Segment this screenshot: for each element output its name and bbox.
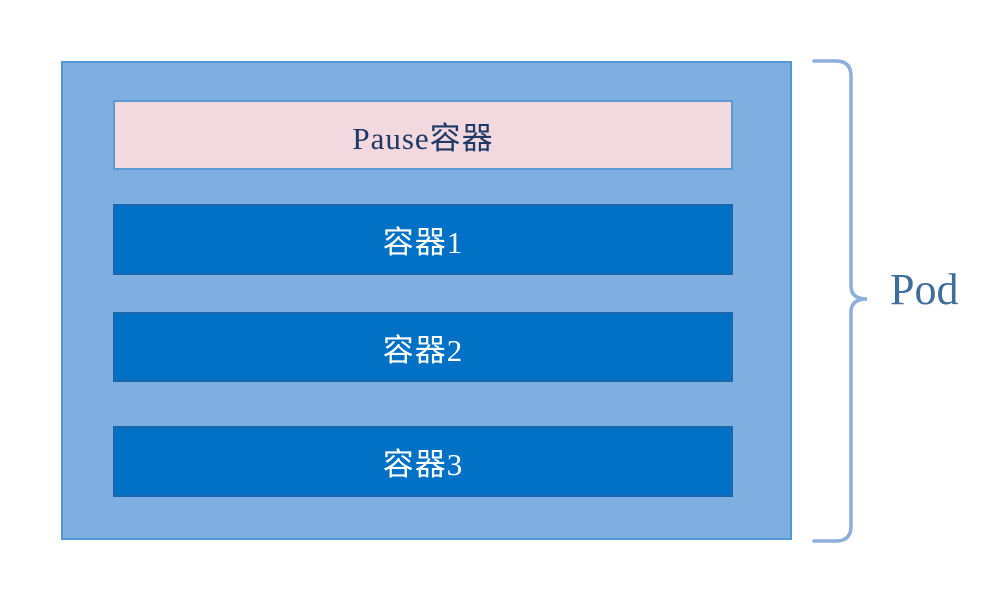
container-1-bar: 容器1 bbox=[113, 204, 733, 275]
container-2-bar: 容器2 bbox=[113, 312, 733, 382]
container-3-label: 容器3 bbox=[382, 447, 464, 482]
pod-box: Pause容器 容器1 容器2 容器3 bbox=[61, 61, 792, 540]
pause-container-label: Pause容器 bbox=[352, 120, 494, 156]
container-2-label: 容器2 bbox=[382, 332, 464, 368]
pause-container-bar: Pause容器 bbox=[113, 100, 733, 170]
container-3-bar: 容器3 bbox=[113, 426, 733, 497]
pod-label: Pod bbox=[890, 265, 959, 314]
container-1-label: 容器1 bbox=[382, 225, 464, 260]
